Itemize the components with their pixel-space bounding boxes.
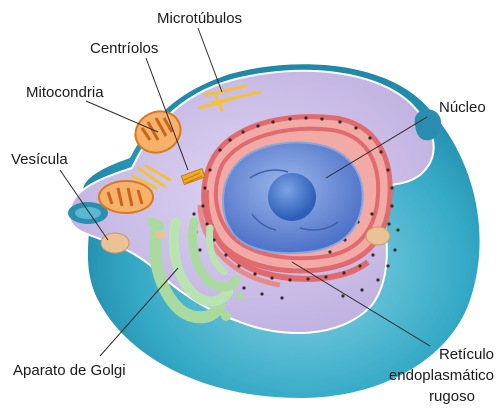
label-rer-line2: endoplasmático: [389, 367, 494, 384]
label-nucleus: Núcleo: [439, 99, 486, 116]
label-centrioles: Centríolos: [90, 40, 158, 57]
label-golgi: Aparato de Golgi: [13, 362, 126, 379]
label-vesicle: Vesícula: [11, 151, 68, 168]
label-rer-line3: rugoso: [429, 388, 475, 405]
mitochondrion-lower: [99, 181, 153, 213]
nucleolus: [268, 173, 316, 221]
label-microtubules: Microtúbulos: [157, 10, 242, 27]
label-mitochondria: Mitocondria: [26, 84, 104, 101]
label-rer-line1: Retículo: [439, 346, 494, 363]
